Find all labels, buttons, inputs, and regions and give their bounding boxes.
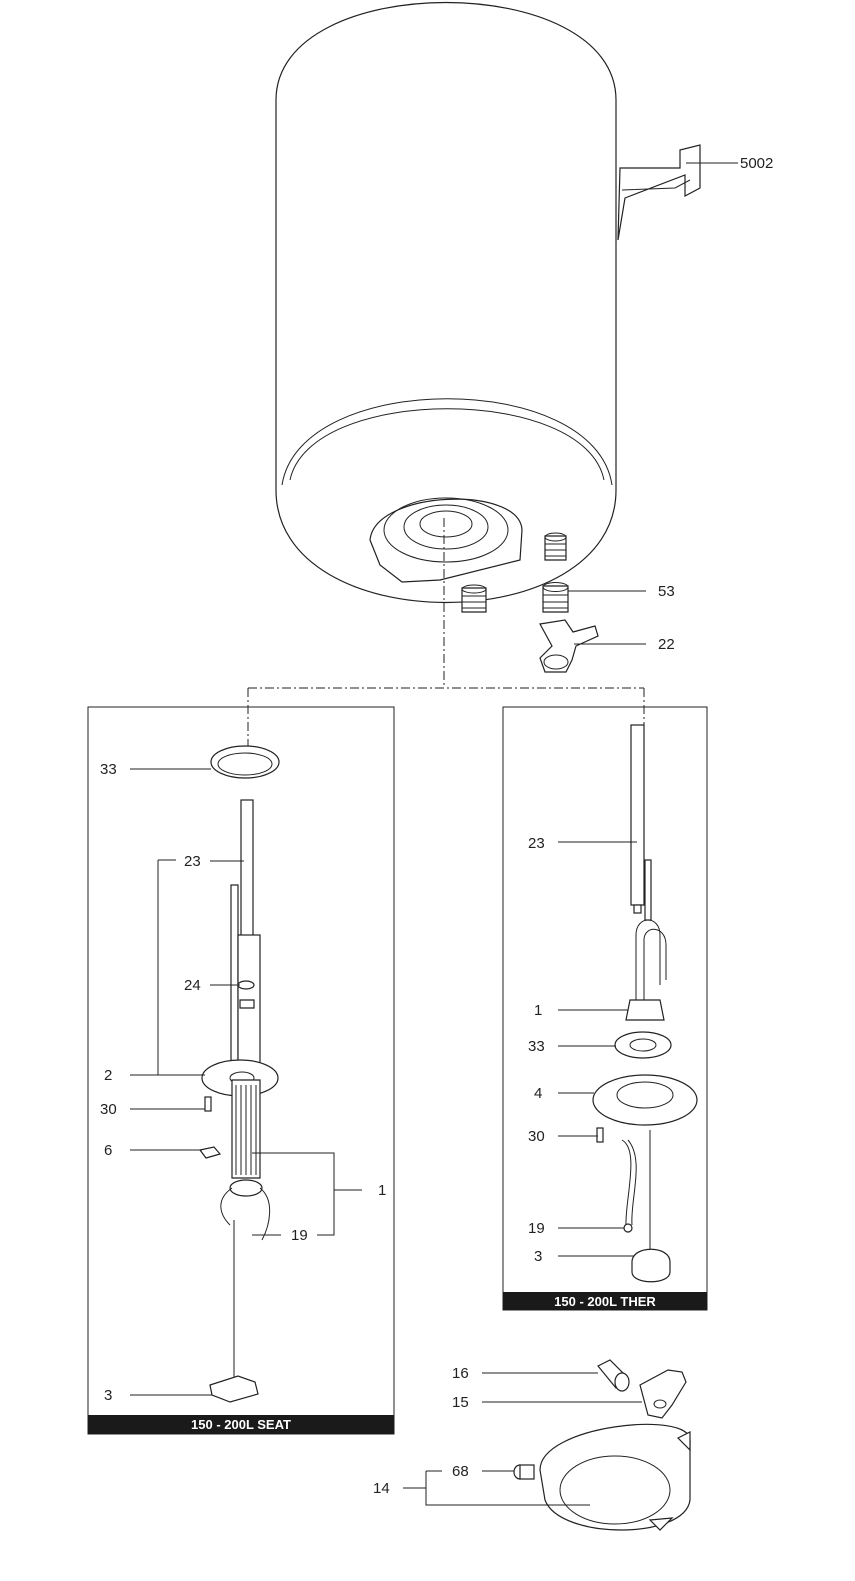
- ther-anode-rod: [630, 724, 645, 914]
- top-label-53: 53: [658, 583, 675, 600]
- ther-label-4: 4: [534, 1085, 542, 1102]
- seat-heating-element: [220, 1079, 271, 1241]
- ther-panel-caption-bar: [503, 1292, 707, 1310]
- bottom-label-14: 14: [373, 1480, 390, 1497]
- top-label-22: 22: [658, 636, 675, 653]
- cable-gland: [597, 1359, 630, 1392]
- ther-label-3: 3: [534, 1248, 542, 1265]
- ther-panel-caption: 150 - 200L THER: [554, 1294, 656, 1309]
- seat-label-33: 33: [100, 761, 117, 778]
- ther-label-1: 1: [534, 1002, 542, 1019]
- cover-bracket: [639, 1369, 687, 1419]
- ther-thermostat: [631, 1130, 671, 1283]
- seat-label-3: 3: [104, 1387, 112, 1404]
- seat-gasket-ring: [210, 745, 280, 779]
- ther-flange: [592, 1074, 698, 1126]
- ther-label-23: 23: [528, 835, 545, 852]
- seat-label-2: 2: [104, 1067, 112, 1084]
- seat-label-19: 19: [291, 1227, 308, 1244]
- water-heater-tank: [275, 2, 617, 604]
- seat-anode-rod: [230, 799, 261, 1066]
- bottom-cover: [539, 1423, 691, 1531]
- ther-heating-element: [625, 859, 667, 1021]
- ther-screw: [596, 1127, 604, 1143]
- seat-label-1: 1: [378, 1182, 386, 1199]
- indicator-lamp: [513, 1464, 535, 1480]
- seat-panel-caption-bar: [88, 1415, 394, 1434]
- bottom-label-16: 16: [452, 1365, 469, 1382]
- ther-gasket: [614, 1031, 672, 1059]
- seat-clip: [198, 1146, 222, 1159]
- ther-label-30: 30: [528, 1128, 545, 1145]
- ther-label-19: 19: [528, 1220, 545, 1237]
- seat-thermostat: [209, 1220, 259, 1403]
- seat-screw: [204, 1096, 212, 1112]
- wall-bracket: [617, 144, 701, 241]
- top-label-5002: 5002: [740, 155, 773, 172]
- pipe-fittings: [461, 532, 599, 673]
- bottom-label-15: 15: [452, 1394, 469, 1411]
- seat-label-24: 24: [184, 977, 201, 994]
- seat-label-23: 23: [184, 853, 201, 870]
- bottom-label-68: 68: [452, 1463, 469, 1480]
- seat-label-30: 30: [100, 1101, 117, 1118]
- ther-wire: [621, 1139, 637, 1233]
- ther-label-33: 33: [528, 1038, 545, 1055]
- seat-label-6: 6: [104, 1142, 112, 1159]
- seat-panel-caption: 150 - 200L SEAT: [191, 1417, 291, 1432]
